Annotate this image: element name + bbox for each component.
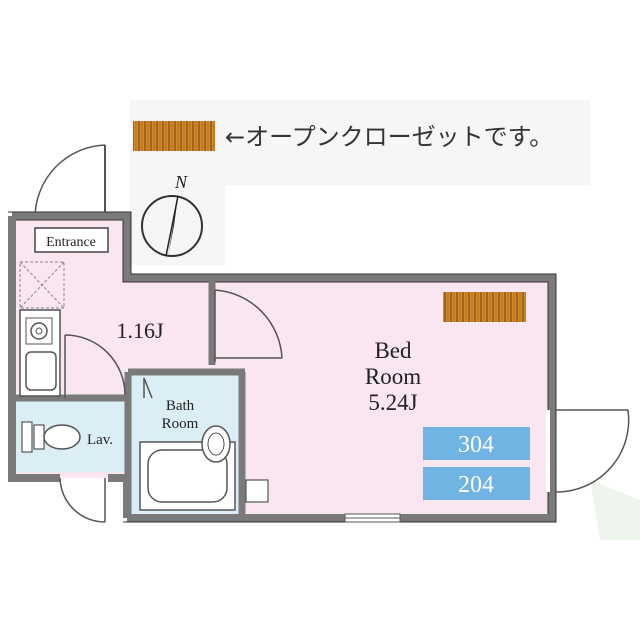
fridge-space [19, 261, 65, 309]
washbasin-icon [201, 425, 231, 463]
open-closet-legend-swatch [133, 121, 215, 151]
toilet-icon [21, 421, 81, 453]
interior-walls [12, 278, 246, 518]
unit-badge-204 [423, 467, 530, 500]
kitchen-size: 1.16J [116, 318, 164, 343]
entrance-door [34, 144, 106, 219]
stove-icon [25, 317, 53, 345]
entrance-label: Entrance [46, 235, 96, 250]
open-closet-legend-text: ←オープンクローゼットです。 [225, 123, 553, 151]
lav-label: Lav. [87, 432, 113, 448]
bath-door [143, 377, 153, 399]
unit-badge-304 [423, 427, 530, 460]
balcony-door [546, 409, 630, 493]
unit-label-304: 304 [458, 432, 494, 458]
corner-decoration [590, 480, 640, 540]
bath-label-line1: Bath [166, 398, 195, 414]
pipe-shaft [245, 479, 269, 503]
sink-icon [25, 351, 57, 391]
bedroom-size: 5.24J [368, 390, 417, 415]
lav-exterior-door [59, 477, 106, 523]
bath-label-line2: Room [162, 416, 199, 432]
entrance-box [34, 227, 109, 253]
lav-door [64, 334, 126, 396]
bedroom-door [214, 289, 283, 362]
kitchen-floor-ext [120, 278, 215, 378]
outer-walls-outline [8, 211, 557, 523]
north-label: N [174, 172, 188, 192]
bedroom-label-line2: Room [365, 364, 421, 389]
open-closet [443, 292, 526, 322]
unit-label-204: 204 [458, 472, 494, 498]
bottom-window [344, 513, 401, 523]
bedroom-label-line1: Bed [374, 338, 412, 363]
compass-icon: N [141, 172, 203, 257]
